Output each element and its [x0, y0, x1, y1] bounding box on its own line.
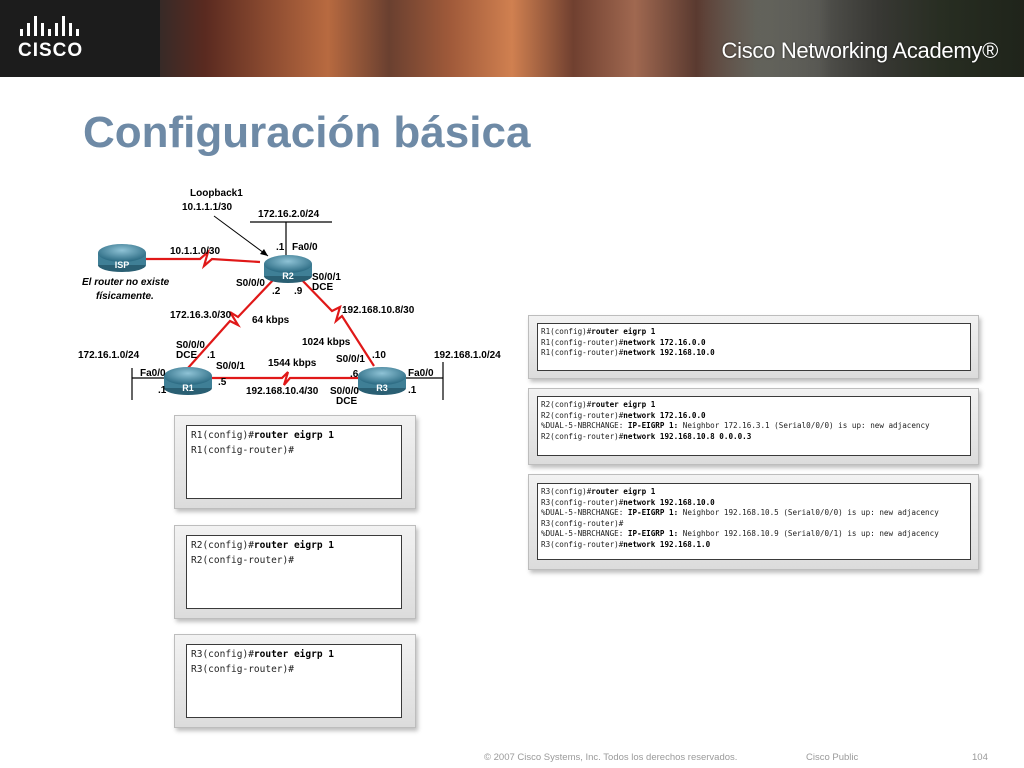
cli-panel-r2-networks: R2(config)#router eigrp 1 R2(config-rout… — [528, 388, 979, 465]
cli-line: %DUAL-5-NBRCHANGE: IP-EIGRP 1: Neighbor … — [541, 508, 939, 517]
terminal-window: R1(config)#router eigrp 1 R1(config-rout… — [537, 323, 971, 371]
cli-line: R2(config-router)#network 192.168.10.8 0… — [541, 431, 752, 441]
r1-dce-label: DCE — [176, 350, 197, 361]
cli-line: R1(config-router)#network 192.168.10.0 — [541, 348, 715, 357]
r3-dce-label: DCE — [336, 396, 357, 407]
cli-panel-r3-initial: R3(config)#router eigrp 1 R3(config-rout… — [174, 634, 416, 728]
header-shade — [704, 0, 1024, 77]
r3-s001-host: .10 — [372, 350, 386, 361]
cli-panel-r2-initial: R2(config)#router eigrp 1 R2(config-rout… — [174, 525, 416, 619]
cli-line: R3(config-router)#network 192.168.1.0 — [541, 539, 711, 549]
router-r3: R3 — [358, 367, 406, 395]
loopback-address: 10.1.1.1/30 — [182, 202, 232, 213]
r2-dce-label: DCE — [312, 282, 333, 293]
isp-link-network: 10.1.1.0/30 — [170, 246, 220, 257]
cli-line: R1(config)#router eigrp 1 — [541, 327, 656, 336]
r2-s001-host: .9 — [294, 286, 303, 297]
terminal-window: R3(config)#router eigrp 1 R3(config-rout… — [537, 483, 971, 560]
loopback-arrow — [213, 215, 269, 257]
r1-fa-interface: Fa0/0 — [140, 368, 166, 379]
r1-r3-link-network: 192.168.10.4/30 — [246, 386, 319, 397]
terminal-window: R1(config)#router eigrp 1 R1(config-rout… — [186, 425, 402, 499]
r1-s000-host: .1 — [207, 350, 216, 361]
cli-line: R2(config)#router eigrp 1 — [191, 540, 334, 551]
terminal-window: R2(config)#router eigrp 1 R2(config-rout… — [186, 535, 402, 609]
r1-r2-link-network: 172.16.3.0/30 — [170, 310, 232, 321]
router-r3-label: R3 — [376, 383, 388, 393]
r1-lan-network: 172.16.1.0/24 — [78, 350, 140, 361]
cli-panel-r1-initial: R1(config)#router eigrp 1 R1(config-rout… — [174, 415, 416, 509]
r2-r3-serial-link — [299, 277, 375, 367]
academy-title: Cisco Networking Academy® — [721, 38, 999, 63]
cisco-logo: CISCO — [18, 16, 98, 62]
cisco-wordmark: CISCO — [18, 40, 84, 61]
r2-r3-link-speed: 1024 kbps — [302, 337, 351, 348]
cli-line: R3(config)#router eigrp 1 — [191, 649, 334, 660]
r2-fa-interface: Fa0/0 — [292, 242, 318, 253]
cli-line: R3(config-router)# — [541, 518, 624, 528]
page-title: Configuración básica — [83, 108, 531, 157]
cli-line: R2(config-router)#network 172.16.0.0 — [541, 410, 706, 420]
r3-s000-host: .6 — [350, 369, 359, 380]
cli-line: R1(config-router)# — [191, 445, 294, 456]
cisco-bridge-icon — [20, 16, 98, 36]
cli-line: R1(config-router)#network 172.16.0.0 — [541, 337, 706, 347]
r2-s000-interface: S0/0/0 — [236, 278, 265, 289]
r3-lan-network: 192.168.1.0/24 — [434, 350, 501, 361]
r1-r2-link-speed: 64 kbps — [252, 315, 290, 326]
r2-s001-interface: S0/0/1 — [312, 272, 341, 283]
page-number: 104 — [972, 752, 988, 763]
r1-s000-interface: S0/0/0 — [176, 340, 205, 351]
header-banner: CISCO Cisco Networking Academy® — [0, 0, 1024, 77]
footer-copyright: © 2007 Cisco Systems, Inc. Todos los der… — [484, 752, 738, 763]
r3-fa-host: .1 — [408, 385, 417, 396]
r3-fa-interface: Fa0/0 — [408, 368, 434, 379]
r2-lan-network: 172.16.2.0/24 — [258, 209, 320, 220]
cli-line: R2(config-router)# — [191, 555, 294, 566]
router-r1-label: R1 — [182, 383, 194, 393]
router-r1: R1 — [164, 367, 212, 395]
cli-line: R2(config)#router eigrp 1 — [541, 400, 656, 409]
r1-s001-host: .5 — [218, 377, 227, 388]
isp-note-line1: El router no existe — [82, 277, 170, 288]
r1-r3-link-speed: 1544 kbps — [268, 358, 317, 369]
r3-s000-interface: S0/0/0 — [330, 386, 359, 397]
r2-fa-host: .1 — [276, 242, 285, 253]
router-r2-label: R2 — [282, 271, 294, 281]
cli-panel-r3-networks: R3(config)#router eigrp 1 R3(config-rout… — [528, 474, 979, 570]
r3-s001-interface: S0/0/1 — [336, 354, 365, 365]
r1-fa-host: .1 — [158, 385, 167, 396]
isp-note-line2: físicamente. — [96, 291, 154, 302]
cli-line: R3(config)#router eigrp 1 — [541, 487, 656, 496]
cli-line: R3(config-router)#network 192.168.10.0 — [541, 497, 715, 507]
loopback-arrowhead — [260, 249, 268, 256]
cli-line: R3(config-router)# — [191, 664, 294, 675]
r2-s000-host: .2 — [272, 286, 281, 297]
terminal-window: R2(config)#router eigrp 1 R2(config-rout… — [537, 396, 971, 456]
router-r2: R2 — [264, 255, 312, 283]
network-topology-diagram: ISP R2 R1 R3 Loopback1 10.1.1.1/30 172.1… — [78, 188, 501, 407]
router-isp: ISP — [98, 244, 146, 272]
r1-r3-serial-link — [205, 371, 362, 386]
isp-r2-serial-link — [138, 248, 261, 270]
loopback-label: Loopback1 — [190, 188, 243, 199]
cli-line: %DUAL-5-NBRCHANGE: IP-EIGRP 1: Neighbor … — [541, 529, 939, 538]
cli-line: %DUAL-5-NBRCHANGE: IP-EIGRP 1: Neighbor … — [541, 421, 930, 430]
r2-r3-link-network: 192.168.10.8/30 — [342, 305, 415, 316]
footer-classification: Cisco Public — [806, 752, 859, 763]
cli-line: R1(config)#router eigrp 1 — [191, 430, 334, 441]
header-logo-backdrop — [0, 0, 160, 77]
r1-s001-interface: S0/0/1 — [216, 361, 245, 372]
r1-r2-serial-link — [187, 277, 276, 369]
terminal-window: R3(config)#router eigrp 1 R3(config-rout… — [186, 644, 402, 718]
router-isp-label: ISP — [115, 260, 130, 270]
cli-panel-r1-networks: R1(config)#router eigrp 1 R1(config-rout… — [528, 315, 979, 379]
